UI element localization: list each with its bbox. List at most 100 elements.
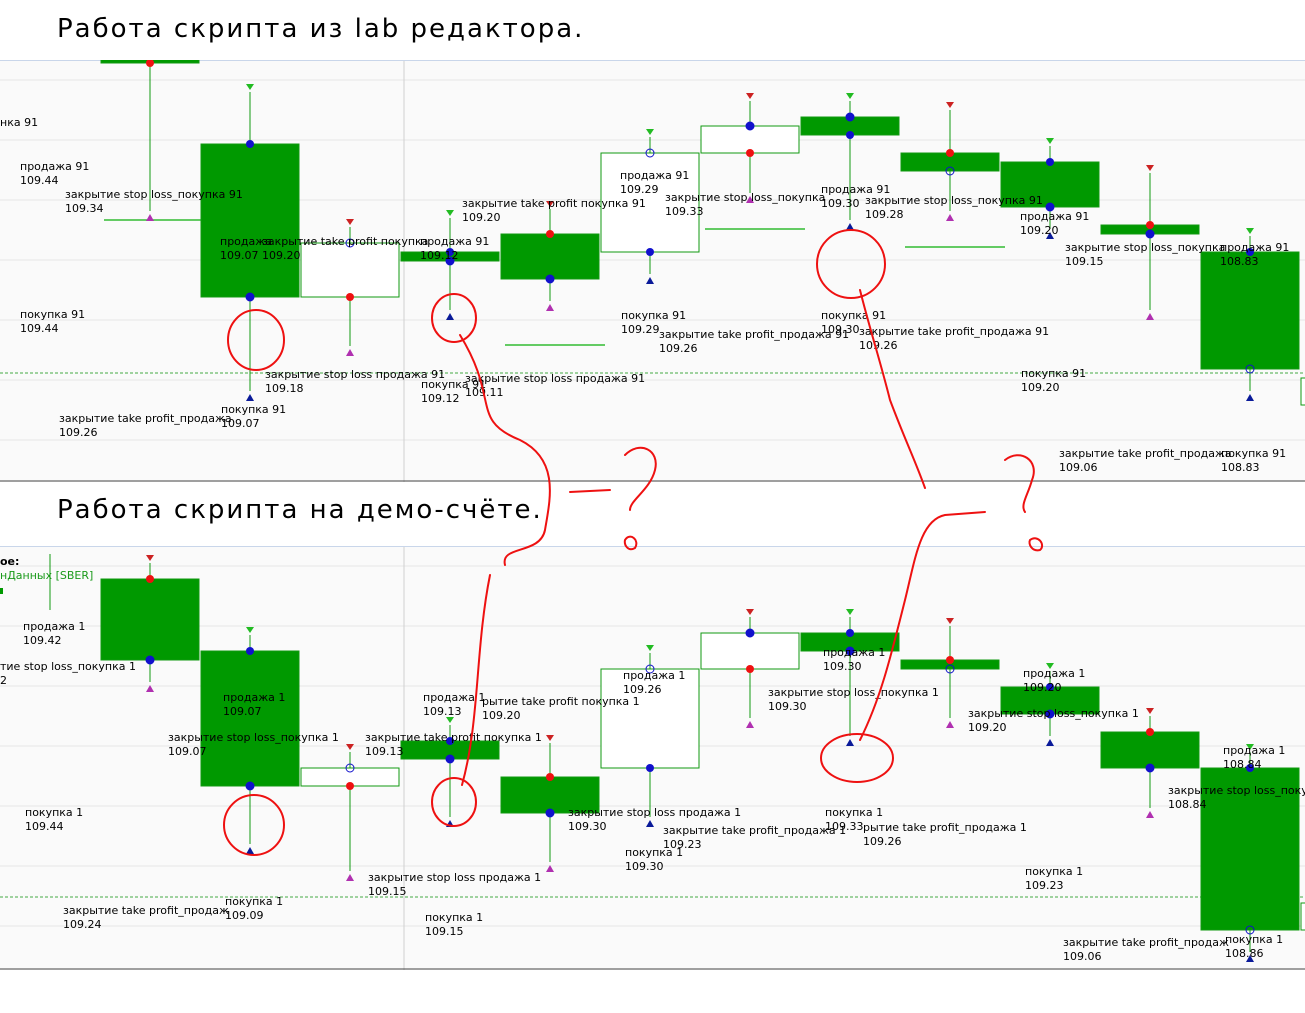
trade-price: 109.34 (65, 202, 104, 215)
entry-dot (846, 629, 854, 637)
sell-arrow (1146, 708, 1154, 714)
trade-label: продажа 1 (823, 646, 885, 659)
sell-arrow (846, 93, 854, 99)
buy-arrow (746, 721, 754, 728)
candle-body (500, 233, 600, 280)
trade-label: закрытие stop loss продажа 1 (568, 806, 741, 819)
trade-label: закрытие stop loss_покупка 1 (968, 707, 1139, 720)
entry-dot (246, 140, 254, 148)
trade-label: покупка 1 (425, 911, 483, 924)
sell-arrow (346, 744, 354, 750)
buy-arrow (246, 394, 254, 401)
trade-label: закрытие take profit_продажа (1059, 447, 1232, 460)
trade-label: тие stop loss_покупка 1 (0, 660, 136, 673)
exit-dot (645, 664, 655, 674)
trade-label: закрытие stop loss продажа 91 (465, 372, 645, 385)
trade-label: закрытие take profit_продаж (1063, 936, 1229, 949)
sell-arrow (246, 627, 254, 633)
trade-price: 109.20 (968, 721, 1007, 734)
sell-arrow (646, 645, 654, 651)
trade-price: 109.30 (823, 660, 862, 673)
entry-dot (746, 665, 754, 673)
entry-dot (446, 248, 454, 256)
exit-dot (845, 646, 855, 656)
entry-dot (846, 131, 854, 139)
trade-label: покупка 1 (225, 895, 283, 908)
exit-dot (1245, 925, 1255, 935)
trade-label: рытие take profit_продажа 1 (863, 821, 1027, 834)
entry-dot (246, 647, 254, 655)
sell-arrow (546, 201, 554, 207)
trade-label: закрытие stop loss_покупка 1 (768, 686, 939, 699)
exit-dot (845, 112, 855, 122)
trade-price: 109.44 (25, 820, 64, 833)
trade-price: 109.13 (423, 705, 462, 718)
trade-price: 109.18 (265, 382, 304, 395)
exit-dot (545, 274, 555, 284)
trade-price: 2 (0, 674, 7, 687)
caption-demo-account: Работа скрипта на демо-счёте. (57, 495, 543, 525)
entry-dot (546, 230, 554, 238)
exit-dot (1045, 709, 1055, 719)
trade-label: закрытие take profit_продажа 91 (859, 325, 1049, 338)
candle-body (200, 143, 300, 298)
caption-lab-editor: Работа скрипта из lab редактора. (57, 14, 585, 44)
trade-price: 109.33 (665, 205, 704, 218)
trade-price: 108.84 (1168, 798, 1207, 811)
trade-price: 109.07 (221, 417, 260, 430)
entry-dot (346, 782, 354, 790)
entry-dot (746, 149, 754, 157)
annotation-stroke (569, 489, 611, 493)
entry-dot (446, 737, 454, 745)
trade-price: 108.86 (1225, 947, 1264, 960)
trade-price: 109.20 (262, 249, 301, 262)
candle-body (600, 668, 700, 769)
trade-label: закрытие take profit_продаж (63, 904, 229, 917)
trade-price: 109.20 (482, 709, 521, 722)
trade-price: 109.26 (863, 835, 902, 848)
trade-label: рытие take profit покупка 1 (482, 695, 640, 708)
trade-label: закрытие stop loss продажа 1 (368, 871, 541, 884)
trade-label: закрытие stop loss_покупка (1065, 241, 1225, 254)
trade-label: покупка 91 (1221, 447, 1286, 460)
candle-body (300, 242, 400, 298)
sell-arrow (1246, 228, 1254, 234)
trade-price: 109.29 (620, 183, 659, 196)
trade-price: 109.30 (625, 860, 664, 873)
trade-label: покупка 1 (1025, 865, 1083, 878)
sell-arrow (846, 609, 854, 615)
entry-dot (546, 773, 554, 781)
entry-dot (146, 60, 154, 67)
candle-body (1000, 161, 1100, 208)
entry-dot (346, 293, 354, 301)
trade-price: 109.07 (223, 705, 262, 718)
buy-arrow (546, 304, 554, 311)
trade-price: 109.13 (365, 745, 404, 758)
trade-label: закрытие take profit покупка 91 (462, 197, 646, 210)
candle-body (600, 152, 700, 253)
exit-dot (145, 655, 155, 665)
trade-price: 109.12 (420, 249, 459, 262)
trade-label: покупка 91 (821, 309, 886, 322)
trade-label: продажа (220, 235, 272, 248)
sell-arrow (1146, 165, 1154, 171)
trade-label: продажа 1 (423, 691, 485, 704)
entry-dot (1146, 221, 1154, 229)
trade-label: закрытие take profit_продажа 1 (663, 824, 846, 837)
trade-price: 109.23 (1025, 879, 1064, 892)
sell-arrow (946, 102, 954, 108)
buy-arrow (846, 223, 854, 230)
exit-dot (1145, 763, 1155, 773)
trade-price: 109.06 (1059, 461, 1098, 474)
trade-label: покупка 1 (625, 846, 683, 859)
trade-label: покупка 91 (20, 308, 85, 321)
trade-label: покупка 1 (25, 806, 83, 819)
trade-price: 109.12 (421, 392, 460, 405)
trade-label: продажа 91 (20, 160, 89, 173)
buy-arrow (1146, 811, 1154, 818)
trade-label: продажа 91 (1020, 210, 1089, 223)
trade-label: закрытие take profit_продажа (59, 412, 232, 425)
